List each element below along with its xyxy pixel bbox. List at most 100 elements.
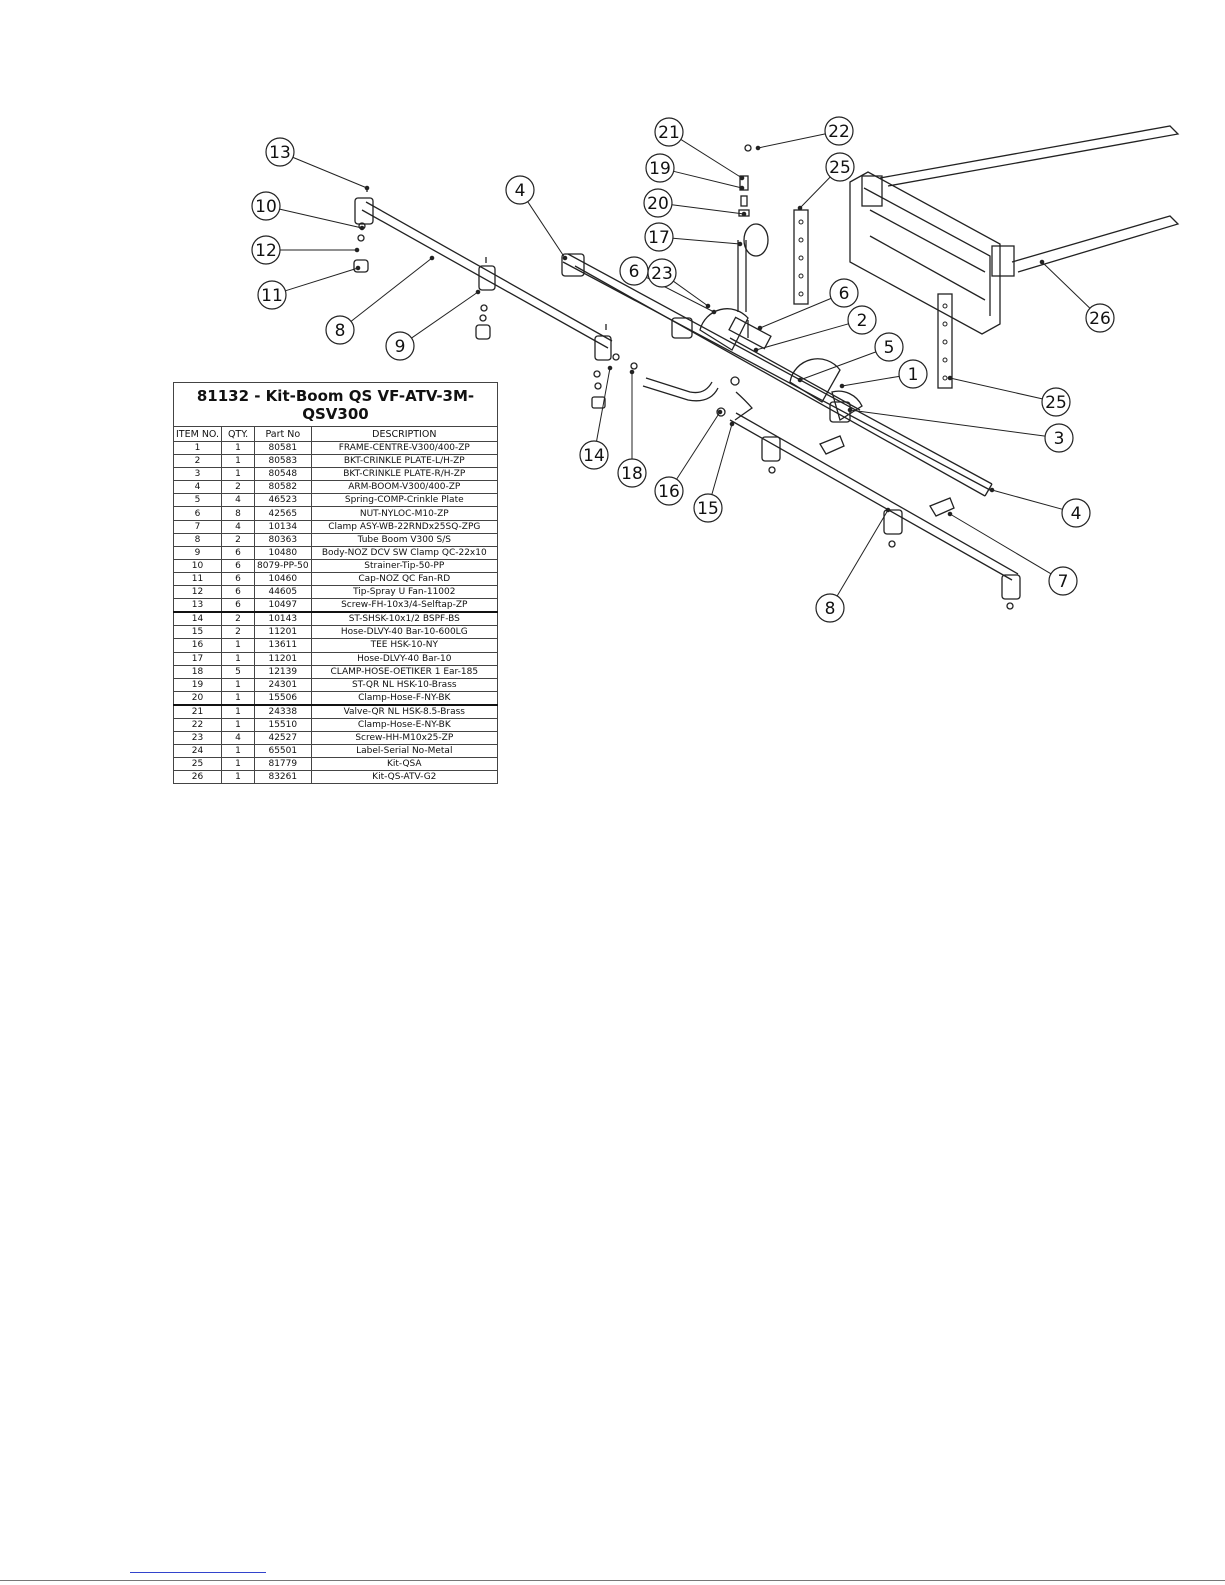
qty-cell: 4 xyxy=(221,731,256,746)
part-no-header: Part No xyxy=(254,426,312,442)
qty-cell: 1 xyxy=(221,454,256,469)
item-balloon: 10 xyxy=(251,191,281,221)
leader-arrowhead xyxy=(947,511,953,517)
description-cell: Tube Boom V300 S/S xyxy=(310,532,499,547)
leader-arrowhead xyxy=(711,309,717,315)
part-no-cell: 8079-PP-50 xyxy=(254,558,312,573)
balloon-circle xyxy=(1041,387,1071,417)
qty-cell: 6 xyxy=(221,598,256,613)
item-balloon: 20 xyxy=(643,188,673,218)
leader-arrowhead xyxy=(885,507,891,513)
item-balloon: 17 xyxy=(644,222,674,252)
balloon-circle xyxy=(654,476,684,506)
leader-line xyxy=(836,509,889,597)
leader-arrowhead xyxy=(429,255,435,261)
balloon-number: 19 xyxy=(649,159,671,179)
item-no-cell: 13 xyxy=(172,598,223,613)
qty-cell: 1 xyxy=(221,703,256,719)
balloon-circle xyxy=(251,191,281,221)
item-balloon: 9 xyxy=(385,331,415,361)
qty-cell: 1 xyxy=(221,744,256,759)
leader-arrowhead xyxy=(797,377,803,383)
balloon-number: 8 xyxy=(825,599,836,619)
item-no-cell: 12 xyxy=(172,585,223,600)
leader-line xyxy=(680,139,743,179)
qty-cell: 1 xyxy=(221,440,256,456)
leader-line xyxy=(676,411,721,480)
leader-line xyxy=(350,257,433,322)
qty-cell: 1 xyxy=(221,717,256,733)
bill-of-materials-table: 81132 - Kit-Boom QS VF-ATV-3M-QSV300 ITE… xyxy=(172,382,499,785)
item-balloon: 13 xyxy=(265,137,295,167)
part-no-cell: 44605 xyxy=(254,585,312,600)
balloon-circle xyxy=(1044,423,1074,453)
leader-arrowhead xyxy=(355,265,361,271)
balloon-number: 20 xyxy=(647,194,669,214)
qty-cell: 2 xyxy=(221,480,256,495)
item-no-cell: 26 xyxy=(172,770,223,785)
description-cell: Kit-QS-ATV-G2 xyxy=(310,770,499,785)
qty-cell: 5 xyxy=(221,664,256,679)
balloon-circle xyxy=(1061,498,1091,528)
balloon-number: 21 xyxy=(658,123,680,143)
part-no-cell: 10460 xyxy=(254,571,312,587)
balloon-circle xyxy=(898,359,928,389)
item-no-cell: 15 xyxy=(172,625,223,640)
item-no-cell: 19 xyxy=(172,677,223,692)
description-cell: Label-Serial No-Metal xyxy=(310,744,499,759)
item-balloon: 15 xyxy=(693,493,723,523)
leader-line xyxy=(1041,261,1091,309)
qty-header: QTY. xyxy=(221,426,256,442)
qty-cell: 6 xyxy=(221,585,256,600)
balloon-circle xyxy=(325,315,355,345)
description-cell: Hose-DLVY-40 Bar-10-600LG xyxy=(310,625,499,640)
part-no-cell: 65501 xyxy=(254,744,312,759)
part-no-cell: 10134 xyxy=(254,519,312,534)
qty-cell: 1 xyxy=(221,638,256,653)
item-no-cell: 16 xyxy=(172,638,223,653)
part-no-cell: 42527 xyxy=(254,731,312,746)
item-balloon: 7 xyxy=(1048,566,1078,596)
balloon-number: 7 xyxy=(1058,572,1069,592)
balloon-number: 16 xyxy=(658,482,680,502)
item-balloon: 22 xyxy=(824,116,854,146)
balloon-circle xyxy=(644,222,674,252)
leader-arrowhead xyxy=(737,241,743,247)
footer-link-underline[interactable] xyxy=(130,1572,266,1573)
leader-arrowhead xyxy=(755,145,761,151)
balloon-number: 6 xyxy=(839,284,850,304)
part-no-cell: 80548 xyxy=(254,467,312,482)
balloon-circle xyxy=(579,440,609,470)
leader-line xyxy=(841,375,900,387)
item-balloon: 25 xyxy=(1041,387,1071,417)
part-no-cell: 15506 xyxy=(254,690,312,706)
balloon-number: 12 xyxy=(255,241,277,261)
balloon-circle xyxy=(874,332,904,362)
leader-arrowhead xyxy=(741,211,747,217)
leader-arrowhead xyxy=(947,375,953,381)
description-cell: Clamp ASY-WB-22RNDx25SQ-ZPG xyxy=(310,519,499,534)
description-cell: BKT-CRINKLE PLATE-L/H-ZP xyxy=(310,454,499,469)
item-no-cell: 18 xyxy=(172,664,223,679)
balloon-circle xyxy=(825,152,855,182)
description-cell: BKT-CRINKLE PLATE-R/H-ZP xyxy=(310,467,499,482)
qty-cell: 8 xyxy=(221,506,256,521)
part-no-cell: 80583 xyxy=(254,454,312,469)
balloon-circle xyxy=(1085,303,1115,333)
balloon-number: 25 xyxy=(829,158,851,178)
qty-cell: 1 xyxy=(221,677,256,692)
